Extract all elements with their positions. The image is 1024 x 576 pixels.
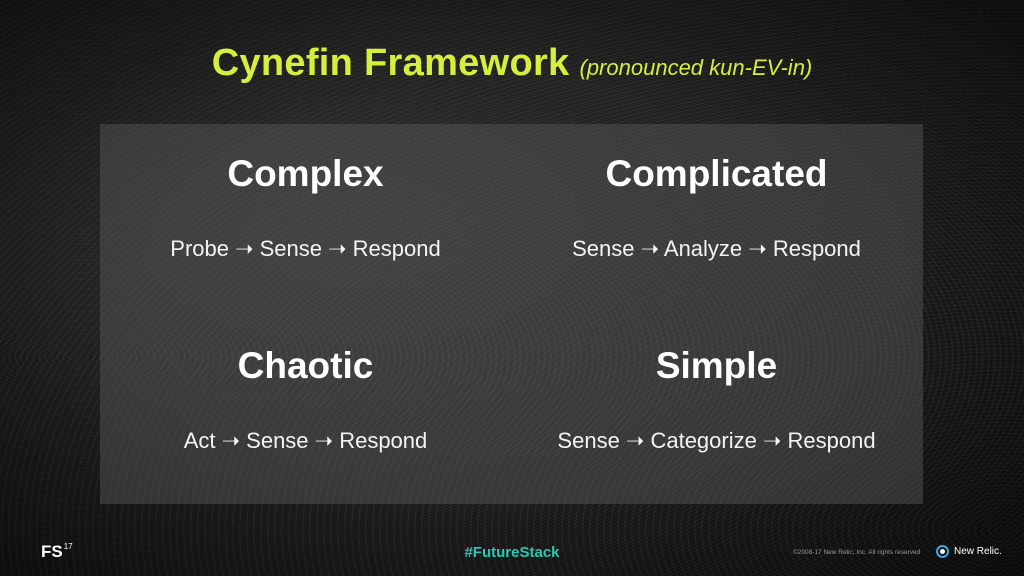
quadrant-steps: Probe ➝ Sense ➝ Respond [170,236,441,261]
quadrant-heading: Simple [655,345,778,386]
quadrant-simple: Simple Sense ➝ Categorize ➝ Respond [511,344,922,454]
slide-title: Cynefin Framework (pronounced kun-EV-in) [0,42,1024,85]
framework-panel: Complex Probe ➝ Sense ➝ Respond Complica… [100,124,923,504]
title-pronunciation: (pronounced kun-EV-in) [579,55,813,80]
quadrant-chaotic: Chaotic Act ➝ Sense ➝ Respond [100,344,511,454]
quadrant-steps: Sense ➝ Categorize ➝ Respond [557,428,876,453]
new-relic-icon [936,545,949,558]
copyright-text: ©2008-17 New Relic, Inc. All rights rese… [793,549,921,556]
quadrant-steps: Sense ➝ Analyze ➝ Respond [572,236,861,261]
title-main: Cynefin Framework [211,42,570,84]
fs-logo-text: FS [41,542,63,561]
quadrant-complex: Complex Probe ➝ Sense ➝ Respond [100,152,511,262]
new-relic-wordmark: New Relic. [954,546,1002,557]
new-relic-logo: New Relic. [936,545,1002,558]
quadrant-complicated: Complicated Sense ➝ Analyze ➝ Respond [511,152,922,262]
fs-logo: FS17 [41,542,73,562]
quadrant-heading: Complicated [605,153,828,194]
hashtag: #FutureStack [464,544,560,561]
quadrant-heading: Complex [227,153,384,194]
quadrant-steps: Act ➝ Sense ➝ Respond [183,428,428,453]
quadrant-heading: Chaotic [237,345,374,386]
fs-logo-sup: 17 [63,542,73,551]
